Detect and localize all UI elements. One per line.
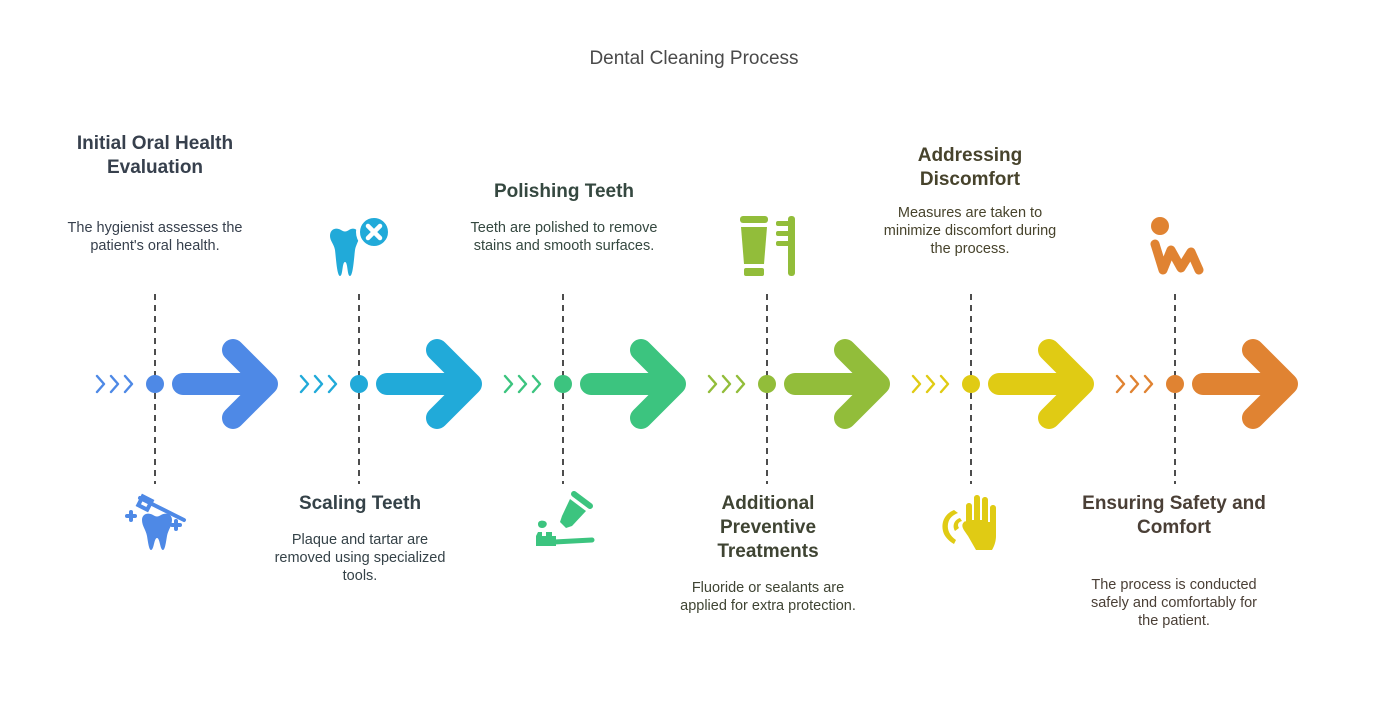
chevron-icon xyxy=(707,374,718,394)
step-3-marker-dot xyxy=(554,375,572,393)
step-3-arrow-icon xyxy=(580,339,686,429)
step-5-arrow-icon xyxy=(988,339,1094,429)
chevron-icon xyxy=(531,374,542,394)
step-6-title: Ensuring Safety and Comfort xyxy=(1082,493,1266,538)
tooth-remove-icon xyxy=(330,214,392,276)
chevron-icon xyxy=(911,374,922,394)
step-4-title: Additional Preventive Treatments xyxy=(717,493,819,562)
step-4-marker-dot xyxy=(758,375,776,393)
chevron-icon xyxy=(1143,374,1154,394)
step-2-arrow-icon xyxy=(376,339,482,429)
step-1-description: The hygienist assesses the patient's ora… xyxy=(67,220,243,254)
step-3-title: Polishing Teeth xyxy=(493,181,635,202)
chevron-icon xyxy=(123,374,134,394)
chevron-icon xyxy=(939,374,950,394)
toothpaste-brush-icon xyxy=(536,491,595,546)
step-5-title: Addressing Discomfort xyxy=(917,145,1023,190)
step-6-description: The process is conducted safely and comf… xyxy=(1090,577,1258,629)
hand-wave-icon xyxy=(942,495,996,550)
chevron-icon xyxy=(299,374,310,394)
tooth-cleaning-icon xyxy=(125,493,186,550)
chevron-icon xyxy=(1115,374,1126,394)
chevron-icon xyxy=(1129,374,1140,394)
step-1-arrow-icon xyxy=(172,339,278,429)
chevron-icon xyxy=(95,374,106,394)
step-2-title: Scaling Teeth xyxy=(298,493,422,514)
step-3-description: Teeth are polished to remove stains and … xyxy=(470,220,658,254)
chevron-icon xyxy=(327,374,338,394)
person-relaxing-icon xyxy=(1150,217,1204,275)
chevron-icon xyxy=(109,374,120,394)
step-5-marker-dot xyxy=(962,375,980,393)
step-5-description: Measures are taken to minimize discomfor… xyxy=(883,205,1057,257)
diagram-title: Dental Cleaning Process xyxy=(589,48,799,69)
chevron-icon xyxy=(735,374,746,394)
step-1-marker-dot xyxy=(146,375,164,393)
step-4-arrow-icon xyxy=(784,339,890,429)
toothpaste-tube-icon xyxy=(740,216,795,276)
step-6-marker-dot xyxy=(1166,375,1184,393)
chevron-icon xyxy=(503,374,514,394)
step-2-marker-dot xyxy=(350,375,368,393)
step-6-arrow-icon xyxy=(1192,339,1298,429)
step-1-title: Initial Oral Health Evaluation xyxy=(76,133,234,178)
step-4-description: Fluoride or sealants are applied for ext… xyxy=(680,580,856,614)
chevron-icon xyxy=(925,374,936,394)
step-2-description: Plaque and tartar are removed using spec… xyxy=(274,532,446,584)
chevron-icon xyxy=(313,374,324,394)
chevron-icon xyxy=(517,374,528,394)
chevron-icon xyxy=(721,374,732,394)
